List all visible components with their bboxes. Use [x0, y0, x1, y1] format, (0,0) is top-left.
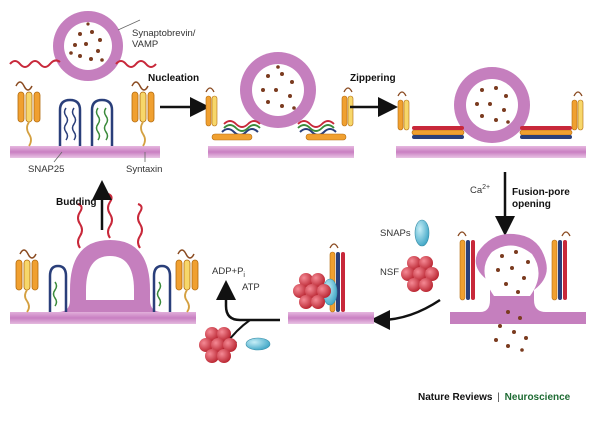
vesicle-1 [53, 11, 123, 81]
arrow-atp-hydrolysis [216, 280, 280, 322]
step-fusion-pore-2: opening [512, 199, 551, 210]
vamp-label: VAMP [132, 39, 158, 50]
calcium-label: Ca2+ [470, 184, 490, 196]
synaptobrevin-left [9, 59, 61, 68]
plasma-membrane-3 [396, 146, 586, 158]
synaptobrevin-right [115, 60, 157, 68]
credit-separator: | [497, 392, 500, 403]
adp-label: ADP+Pi [212, 266, 245, 279]
panel-initial: Synaptobrevin/ VAMP [9, 11, 196, 175]
syntaxin-right [131, 81, 155, 147]
credit-field: Neuroscience [504, 392, 571, 403]
panel-nucleation [205, 52, 354, 158]
panel-fusion-pore [450, 231, 586, 352]
credit-journal: Nature Reviews [418, 392, 493, 403]
released-nsf [199, 327, 237, 363]
step-budding: Budding [56, 197, 97, 208]
plasma-membrane-2 [208, 146, 354, 158]
snaps-molecule [414, 219, 430, 247]
panel-cis-snare [288, 243, 374, 324]
panel-zippered [396, 67, 586, 158]
journal-credit: Nature Reviews | Neuroscience [418, 392, 570, 403]
released-snaps [245, 337, 271, 351]
plasma-membrane-5 [288, 312, 374, 324]
syntaxin-label: Syntaxin [126, 164, 162, 175]
snap25-label: SNAP25 [28, 164, 64, 175]
snap25-left [58, 98, 82, 146]
atp-label: ATP [242, 282, 260, 293]
snap25-right [90, 98, 114, 146]
step-fusion-pore-1: Fusion-pore [512, 187, 570, 198]
nsf-label: NSF [380, 267, 399, 278]
step-nucleation: Nucleation [148, 73, 199, 84]
synaptobrevin-label: Synaptobrevin/ [132, 28, 196, 39]
plasma-membrane-1 [10, 146, 160, 158]
snaps-label: SNAPs [380, 228, 411, 239]
panel-budding [10, 193, 199, 324]
step-zippering: Zippering [350, 73, 396, 84]
syntaxin-left [15, 81, 41, 147]
arrow-nsf-binding [370, 298, 441, 330]
nsf-hexamer [401, 256, 439, 292]
